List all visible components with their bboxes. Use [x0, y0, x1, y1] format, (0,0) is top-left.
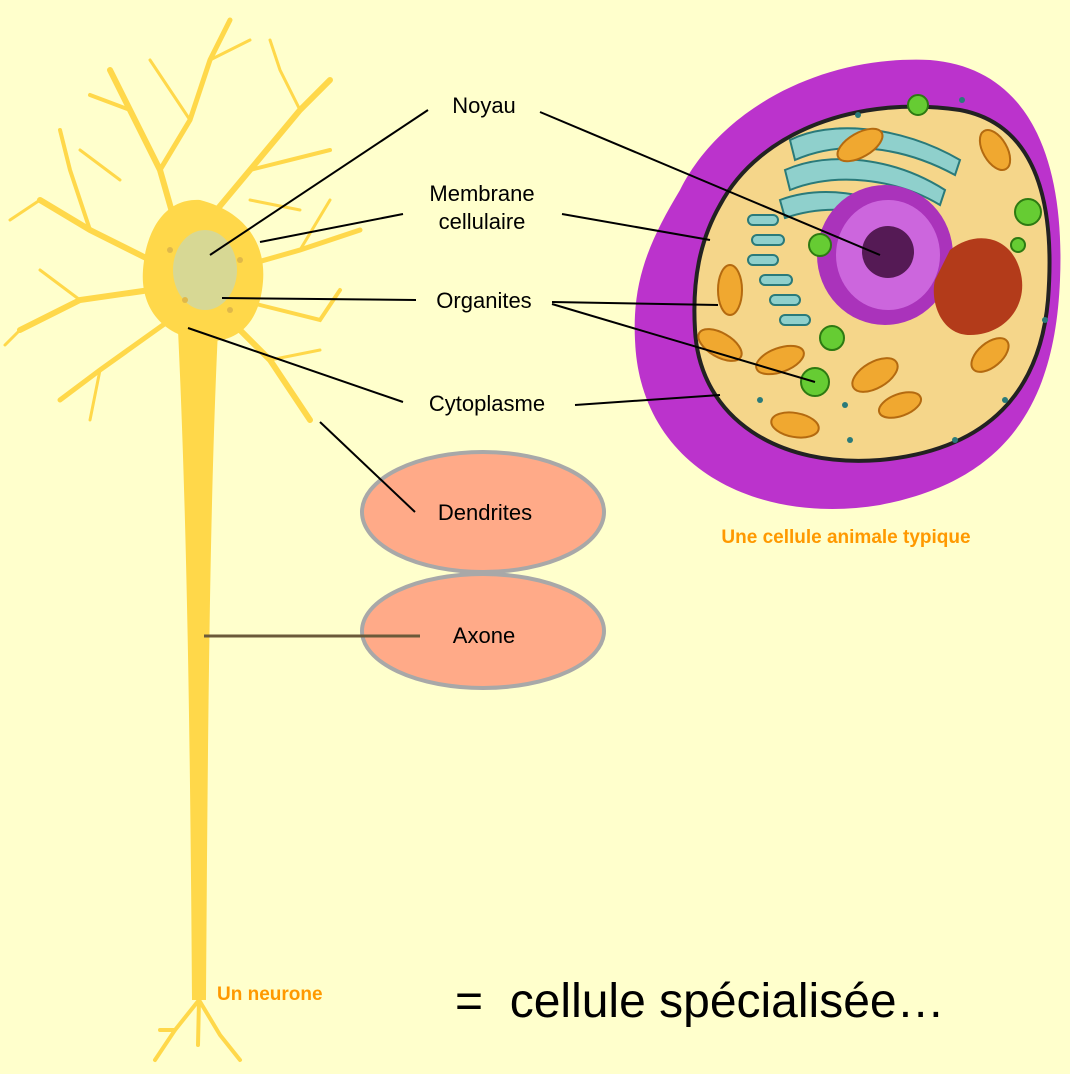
caption-neuron: Un neurone — [217, 984, 323, 1005]
label-membrane-line2: cellulaire — [439, 209, 526, 234]
label-axone: Axone — [453, 623, 515, 648]
caption-animal-cell: Une cellule animale typique — [721, 527, 970, 548]
label-dendrites: Dendrites — [438, 500, 532, 525]
label-cytoplasme: Cytoplasme — [429, 391, 545, 416]
label-membrane-line1: Membrane — [429, 181, 534, 206]
cytoplasme-line-neuron — [188, 328, 403, 402]
cell-nucleolus — [862, 226, 914, 278]
neuron-illustration — [5, 20, 360, 1060]
neuron-axon-terminals — [155, 1000, 240, 1060]
animal-cell-illustration — [635, 60, 1061, 509]
label-noyau: Noyau — [452, 93, 516, 118]
statement-text: = cellule spécialisée… — [455, 975, 945, 1028]
label-organites: Organites — [436, 288, 531, 313]
neuron-axon — [178, 330, 218, 1000]
